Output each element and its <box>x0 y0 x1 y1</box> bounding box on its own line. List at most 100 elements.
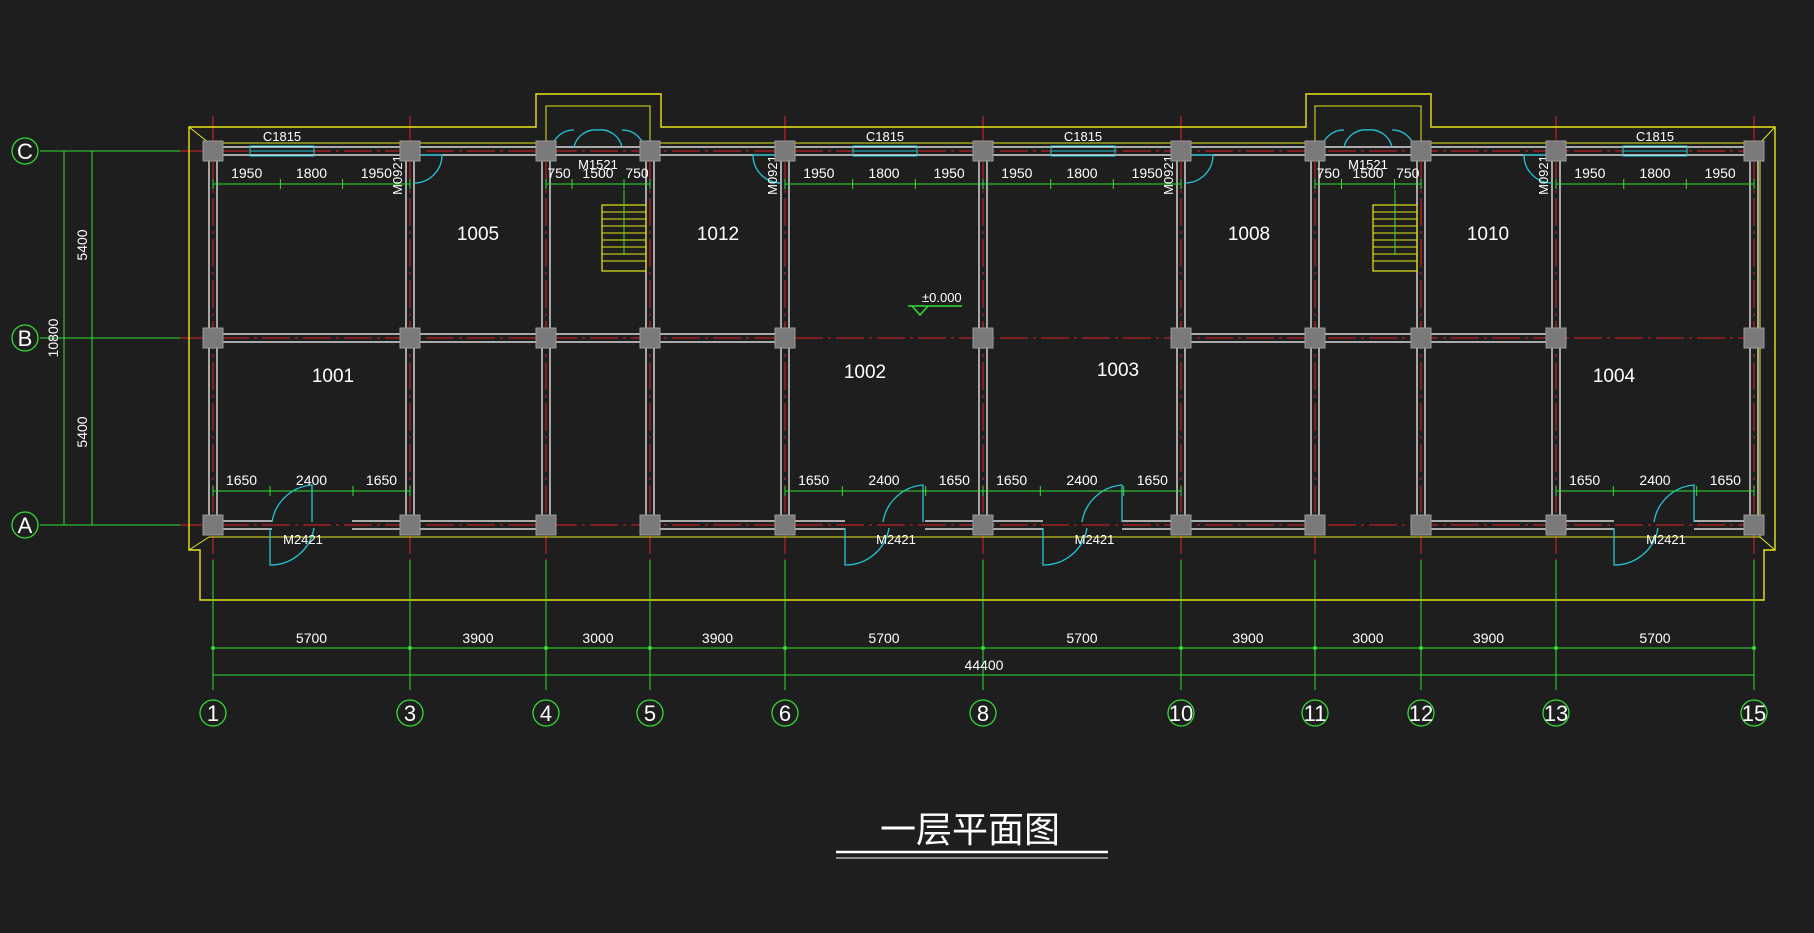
column <box>972 140 994 162</box>
axis-bubble-label: 11 <box>1304 701 1327 726</box>
dimension-tick <box>408 646 412 650</box>
window-label: C1815 <box>1636 129 1674 144</box>
left-dim-total: 10800 <box>45 318 61 357</box>
door-label: M2421 <box>1646 532 1686 547</box>
column <box>639 140 661 162</box>
axis-bubble <box>199 699 227 727</box>
room-label: 1012 <box>697 224 739 245</box>
dimension-text: 3900 <box>1473 630 1504 646</box>
axis-bubble <box>636 699 664 727</box>
column <box>1170 327 1192 349</box>
dimension-text: 2400 <box>1639 472 1670 488</box>
door-swing <box>271 484 313 523</box>
room-label: 1010 <box>1467 224 1509 245</box>
column <box>1304 514 1326 536</box>
column <box>639 327 661 349</box>
room-label: 1008 <box>1228 224 1270 245</box>
axis-bubble-label: C <box>17 139 33 164</box>
column <box>972 514 994 536</box>
axis-bubble-label: A <box>18 513 33 538</box>
axis-bubble-label: 8 <box>977 701 989 726</box>
axis-bubble <box>1301 699 1329 727</box>
total-dimension: 44400 <box>965 657 1004 673</box>
window-label: C1815 <box>263 129 301 144</box>
dimension-text: 1950 <box>1001 165 1032 181</box>
column <box>1170 514 1192 536</box>
room-label: 1001 <box>312 366 354 387</box>
dimension-text: 1800 <box>868 165 899 181</box>
dimension-text: 3000 <box>582 630 613 646</box>
column <box>1545 140 1567 162</box>
axis-bubble-label: 5 <box>644 701 656 726</box>
room-label: 1002 <box>844 362 886 383</box>
axis-bubble-label: B <box>18 326 33 351</box>
dimension-tick <box>1752 646 1756 650</box>
dimension-text: 2400 <box>296 472 327 488</box>
axis-bubble <box>11 137 39 165</box>
dimension-text: 1950 <box>231 165 262 181</box>
dimension-text: 1650 <box>1710 472 1741 488</box>
axis-bubble <box>771 699 799 727</box>
dimension-tick <box>981 646 985 650</box>
dimension-text: 1800 <box>1639 165 1670 181</box>
column <box>774 327 796 349</box>
dimension-text: 750 <box>547 165 571 181</box>
door-label: M1521 <box>1348 157 1388 172</box>
dimension-tick <box>1419 646 1423 650</box>
outline-corner <box>188 536 210 551</box>
dimension-text: 3900 <box>462 630 493 646</box>
column <box>1545 327 1567 349</box>
dimension-tick <box>1179 646 1183 650</box>
dimension-text: 5700 <box>1639 630 1670 646</box>
dimension-text: 1800 <box>296 165 327 181</box>
dimension-text: 1650 <box>226 472 257 488</box>
column <box>202 327 224 349</box>
dimension-text: 5700 <box>868 630 899 646</box>
door-swing <box>1613 527 1659 566</box>
door-label: M0921 <box>1536 155 1551 195</box>
column <box>535 327 557 349</box>
double-door-swing <box>1321 129 1415 148</box>
dimension-text: 1650 <box>1569 472 1600 488</box>
axis-bubble <box>1740 699 1768 727</box>
column <box>399 140 421 162</box>
dimension-tick <box>783 646 787 650</box>
door-label: M2421 <box>1075 532 1115 547</box>
outline-corner <box>188 126 210 144</box>
window-label: C1815 <box>1064 129 1102 144</box>
axis-bubble-label: 12 <box>1409 701 1433 726</box>
dimension-text: 1950 <box>361 165 392 181</box>
outline-corner <box>1759 126 1776 144</box>
dimension-text: 1950 <box>934 165 965 181</box>
room-label: 1003 <box>1097 360 1139 381</box>
dimension-text: 750 <box>1317 165 1341 181</box>
outline-corner <box>1759 536 1776 551</box>
room-label: 1005 <box>457 224 499 245</box>
left-dim-bottom: 5400 <box>74 416 90 447</box>
door-label: M2421 <box>283 532 323 547</box>
axis-bubble-label: 1 <box>207 701 219 726</box>
door-swing <box>1184 154 1214 184</box>
column <box>774 140 796 162</box>
building-outline-inner <box>209 105 1761 538</box>
axis-bubble <box>532 699 560 727</box>
level-mark-text: ±0.000 <box>922 290 962 305</box>
axis-bubble <box>1167 699 1195 727</box>
column <box>535 140 557 162</box>
door-label: M0921 <box>390 155 405 195</box>
column <box>202 140 224 162</box>
door-swing <box>1523 154 1553 184</box>
dimension-text: 3000 <box>1352 630 1383 646</box>
axis-bubble-label: 10 <box>1169 701 1193 726</box>
axis-bubble-label: 4 <box>540 701 552 726</box>
column <box>1743 514 1765 536</box>
door-label: M2421 <box>876 532 916 547</box>
dimension-text: 1950 <box>1574 165 1605 181</box>
door-swing <box>844 527 890 566</box>
axis-bubble <box>969 699 997 727</box>
axis-bubble-label: 15 <box>1742 701 1766 726</box>
dimension-text: 3900 <box>702 630 733 646</box>
dimension-tick <box>211 646 215 650</box>
